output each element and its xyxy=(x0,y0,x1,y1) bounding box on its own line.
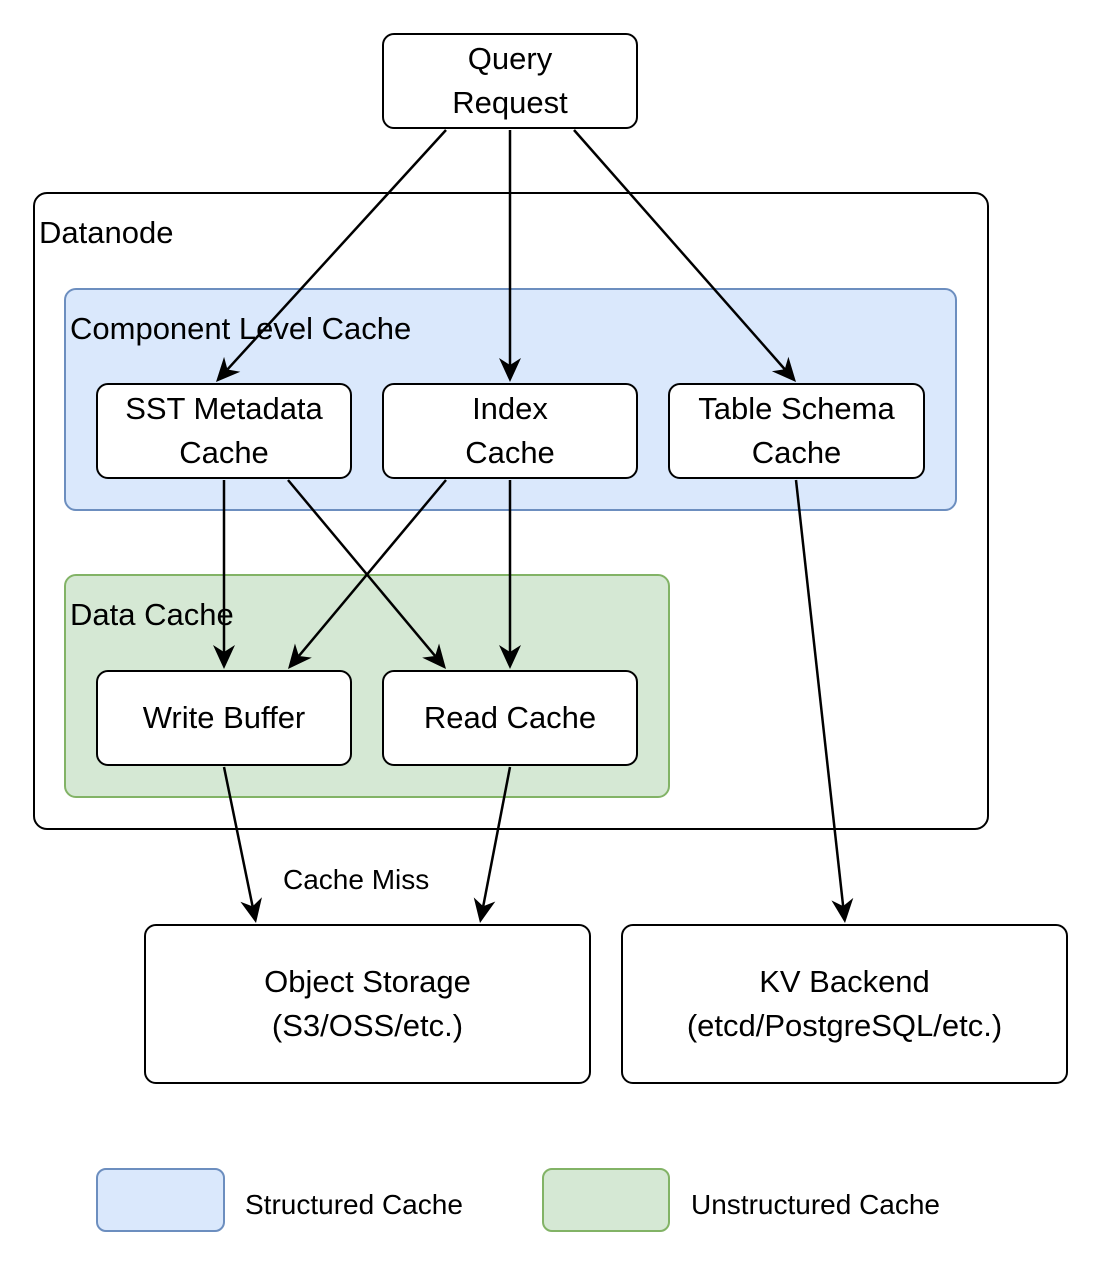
legend-structured-label: Structured Cache xyxy=(245,1189,463,1220)
arrowhead-kv-backend xyxy=(831,897,854,923)
arrowhead-object-storage xyxy=(240,897,262,923)
index-cache-node: Index Cache xyxy=(382,383,638,479)
query-request-node: Query Request xyxy=(382,33,638,129)
legend-structured-swatch xyxy=(96,1168,225,1232)
sst-metadata-cache-node: SST Metadata Cache xyxy=(96,383,352,479)
data-cache-label: Data Cache xyxy=(70,597,234,632)
datanode-label: Datanode xyxy=(39,215,174,250)
cache-miss-label: Cache Miss xyxy=(279,862,434,898)
component-level-cache-label: Component Level Cache xyxy=(70,311,412,346)
legend-unstructured-swatch xyxy=(542,1168,670,1232)
object-storage-node: Object Storage (S3/OSS/etc.) xyxy=(144,924,591,1084)
read-cache-node: Read Cache xyxy=(382,670,638,766)
arrowhead-object-storage xyxy=(473,897,496,923)
write-buffer-node: Write Buffer xyxy=(96,670,352,766)
legend-unstructured-label: Unstructured Cache xyxy=(691,1189,941,1220)
kv-backend-node: KV Backend (etcd/PostgreSQL/etc.) xyxy=(621,924,1068,1084)
table-schema-cache-node: Table Schema Cache xyxy=(668,383,925,479)
